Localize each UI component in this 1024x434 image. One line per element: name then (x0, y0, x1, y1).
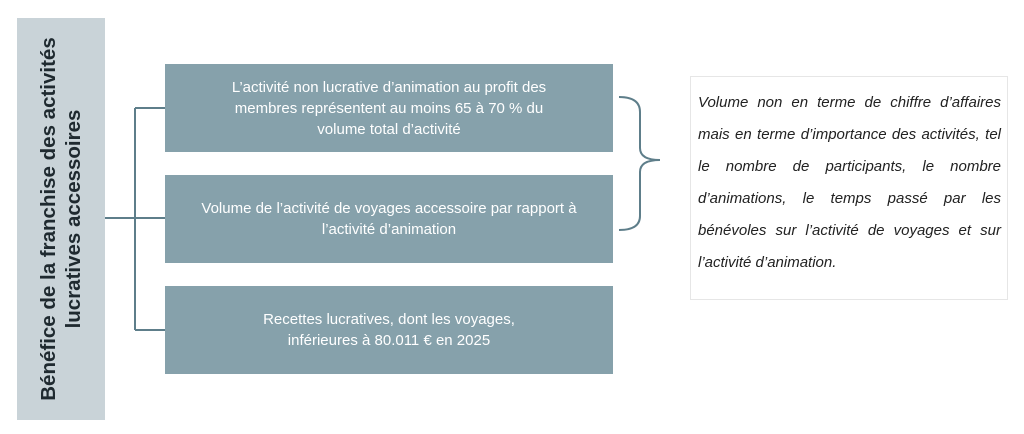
condition-box-recettes: Recettes lucratives, dont les voyages, i… (165, 286, 613, 374)
condition-text-2: Volume de l’activité de voyages accessoi… (201, 200, 577, 238)
side-title-band: Bénéfice de la franchise des activités l… (17, 18, 105, 420)
condition-text-1: L’activité non lucrative d’animation au … (231, 78, 547, 138)
right-curly-brace (618, 96, 661, 231)
left-bracket (105, 107, 165, 331)
condition-box-animation: L’activité non lucrative d’animation au … (165, 64, 613, 152)
condition-box-voyages: Volume de l’activité de voyages accessoi… (165, 175, 613, 263)
explanation-note: Volume non en terme de chiffre d’affaire… (690, 76, 1008, 300)
condition-text-3: Recettes lucratives, dont les voyages, i… (263, 311, 515, 349)
